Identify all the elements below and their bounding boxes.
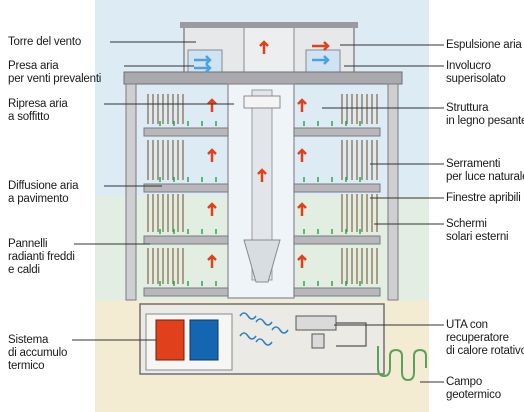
label-line: radianti freddi <box>8 251 75 263</box>
cold-storage-tank <box>189 319 219 361</box>
label-line: in legno pesante <box>446 115 524 127</box>
label-line: recuperatore <box>446 332 509 344</box>
airflow-arrows <box>159 40 361 286</box>
label-line: Campo <box>446 376 483 388</box>
label-finestre: Finestre apribili <box>446 192 521 205</box>
label-line: geotermico <box>446 389 501 401</box>
label-line: superisolato <box>446 73 506 85</box>
floor-slab-right <box>293 127 381 137</box>
label-line: Presa aria <box>8 60 59 72</box>
label-line: per luce naturale <box>446 171 524 183</box>
label-line: di calore rotativo <box>446 345 524 357</box>
label-line: termico <box>8 360 45 372</box>
roof-slab <box>123 71 403 85</box>
label-line: Schermi <box>446 218 487 230</box>
floor-slab-left <box>143 183 229 193</box>
label-line: Torre del vento <box>8 36 82 48</box>
basement <box>139 303 385 375</box>
label-espulsione: Espulsione aria <box>446 39 522 52</box>
return-air-arrow <box>297 202 307 216</box>
heat-recovery-wheel <box>311 333 325 349</box>
label-line: di accumulo <box>8 347 68 359</box>
floor-slab-right <box>293 235 381 245</box>
label-line: per venti prevalenti <box>8 73 102 85</box>
return-air-arrow <box>207 98 217 112</box>
floor-slabs <box>125 83 399 301</box>
label-line: Espulsione aria <box>446 39 522 51</box>
atrium-stack-arrow <box>257 168 267 182</box>
label-line: Finestre apribili <box>446 192 521 204</box>
label-line: e caldi <box>8 264 40 276</box>
central-atrium <box>227 83 295 299</box>
return-air-arrow <box>207 254 217 268</box>
return-air-arrow <box>207 148 217 162</box>
floor-slab-right <box>293 183 381 193</box>
label-line: Sistema <box>8 334 49 346</box>
fresh-air-arrow <box>312 55 330 65</box>
cool-air-swirl <box>255 318 273 326</box>
label-line: Diffusione aria <box>8 180 79 192</box>
return-air-arrow <box>297 254 307 268</box>
label-line: Ripresa aria <box>8 98 68 110</box>
label-line: Pannelli <box>8 238 48 250</box>
floor-slab-right <box>293 287 381 297</box>
label-line: Serramenti <box>446 158 501 170</box>
label-line: a pavimento <box>8 193 69 205</box>
return-air-arrow <box>297 148 307 162</box>
outer-wall <box>387 83 399 301</box>
label-torre: Torre del vento <box>8 36 81 49</box>
cool-air-swirl <box>239 312 257 320</box>
atrium-air-swirls <box>239 312 289 346</box>
geothermal-loop <box>377 346 427 382</box>
exhaust-up-arrow <box>259 40 269 54</box>
exhaust-arrow <box>312 41 330 51</box>
floor-slab-left <box>143 235 229 245</box>
fresh-air-arrow <box>194 55 212 65</box>
label-line: UTA con <box>446 319 488 331</box>
floor-slab-left <box>143 287 229 297</box>
return-air-arrow <box>207 202 217 216</box>
fresh-air-arrow <box>194 63 212 73</box>
label-line: solari esterni <box>446 231 509 243</box>
return-air-arrow <box>297 98 307 112</box>
cool-air-swirl <box>255 338 273 346</box>
cool-air-swirl <box>271 326 289 334</box>
cool-air-swirl <box>239 332 257 340</box>
label-line: Struttura <box>446 102 489 114</box>
ahu-unit <box>295 315 337 331</box>
timber-facades <box>147 94 378 284</box>
outer-wall <box>125 83 137 301</box>
floor-slab-left <box>143 127 229 137</box>
leader-lines <box>72 41 444 383</box>
label-line: Involucro <box>446 60 491 72</box>
label-line: a soffitto <box>8 111 50 123</box>
warm-storage-tank <box>155 319 185 361</box>
